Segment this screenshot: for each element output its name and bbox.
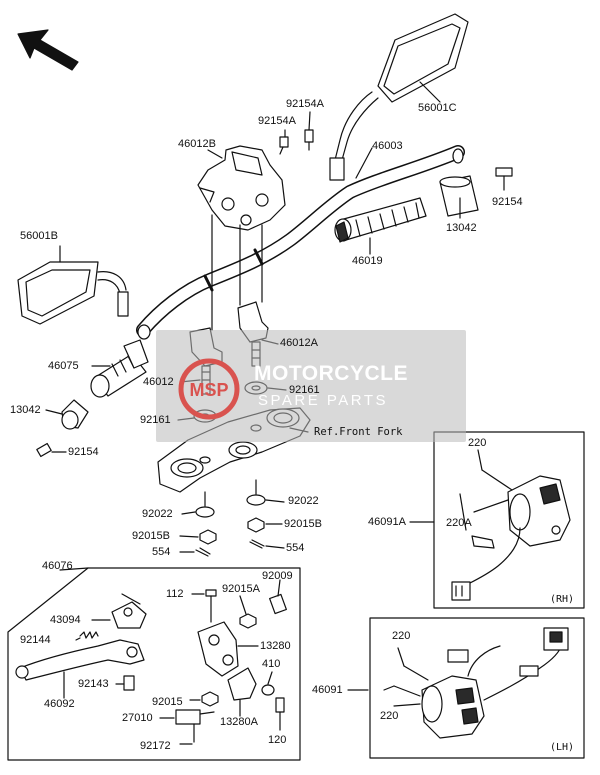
- part-label-92144: 92144: [20, 634, 51, 646]
- part-label-46092: 46092: [44, 698, 75, 710]
- watermark-logo-icon: MSP: [178, 358, 240, 420]
- nut-92015A: [239, 613, 257, 629]
- part-label-92009: 92009: [262, 570, 293, 582]
- left-grip-46075: [90, 339, 149, 398]
- part-label-46003: 46003: [372, 140, 403, 152]
- part-label-112: 112: [166, 588, 184, 600]
- part-label-43094: 43094: [50, 614, 81, 626]
- bolt-92154-right: [495, 167, 513, 191]
- screw-92009: [269, 593, 287, 615]
- part-label-92172: 92172: [140, 740, 171, 752]
- nut-92015B-left: [199, 529, 217, 545]
- bolt-92154A-1: [304, 129, 314, 151]
- adjuster-43094: [111, 601, 147, 629]
- lh-switch-46091: [421, 627, 569, 739]
- washer-92022-right: [246, 494, 266, 506]
- watermark-panel: [156, 330, 466, 442]
- direction-arrow-icon: [17, 29, 79, 71]
- part-label-220-rh: 220: [468, 437, 487, 449]
- bracket-13280: [197, 621, 239, 677]
- nut-92015B-right: [247, 517, 265, 533]
- part-label-46076: 46076: [42, 560, 73, 572]
- rh-switch-46091A: [451, 475, 571, 601]
- mirror-right-56001C: [329, 13, 469, 181]
- part-label-92015: 92015: [152, 696, 183, 708]
- watermark-subtitle: SPARE PARTS: [258, 392, 389, 409]
- watermark-title: MOTORCYCLE: [254, 362, 408, 385]
- part-label-46075: 46075: [48, 360, 79, 372]
- right-grip-46019: [334, 197, 427, 243]
- lh-switch-box: [369, 617, 585, 759]
- part-label-410: 410: [262, 658, 281, 670]
- mirror-left-56001B: [17, 261, 129, 325]
- spring-92144: [79, 631, 99, 639]
- part-label-92015B-right: 92015B: [284, 518, 322, 530]
- part-label-27010: 27010: [122, 712, 153, 724]
- part-label-13280: 13280: [260, 640, 291, 652]
- holder-13280A: [227, 667, 257, 701]
- cotter-pin-554-left: [195, 547, 211, 557]
- lever-assembly-box-46076: [7, 567, 301, 761]
- part-label-56001B: 56001B: [20, 230, 58, 242]
- part-label-46091: 46091: [312, 684, 343, 696]
- part-label-92015A: 92015A: [222, 583, 260, 595]
- cotter-pin-554-right: [249, 539, 265, 549]
- screw-120: [275, 697, 285, 731]
- bolt-92154-left: [36, 442, 52, 458]
- part-label-92022-right: 92022: [288, 495, 319, 507]
- watermark-logo-text: MSP: [189, 380, 228, 400]
- part-label-13042-left: 13042: [10, 404, 41, 416]
- part-label-120: 120: [268, 734, 287, 746]
- part-label-92143: 92143: [78, 678, 109, 690]
- rh-caption: (RH): [550, 594, 575, 605]
- part-label-56001C: 56001C: [418, 102, 457, 114]
- handlebar-46003: [136, 145, 465, 340]
- lever-46092: [15, 639, 145, 681]
- part-label-13280A: 13280A: [220, 716, 258, 728]
- rh-switch-box: [433, 431, 585, 609]
- part-label-46012B: 46012B: [178, 138, 216, 150]
- washer-92022-left: [195, 506, 215, 518]
- bolt-112: [205, 589, 217, 623]
- part-410: [261, 684, 275, 696]
- bolt-92154A-2: [279, 136, 289, 155]
- part-label-92154A-2: 92154A: [258, 115, 296, 127]
- nut-92015: [201, 691, 219, 707]
- part-label-46012A: 46012A: [280, 337, 318, 349]
- part-label-92161-left: 92161: [140, 414, 171, 426]
- part-label-220-lh-1: 220: [392, 630, 411, 642]
- upper-clamp-46012B: [197, 145, 286, 231]
- bar-end-weight-13042-left: [61, 399, 89, 430]
- part-label-92022-left: 92022: [142, 508, 173, 520]
- part-label-92154-left: 92154: [68, 446, 99, 458]
- bar-end-weight-13042-right: [439, 175, 479, 217]
- switch-27010: [175, 709, 215, 725]
- part-label-220A: 220A: [446, 517, 472, 529]
- part-label-13042-right: 13042: [446, 222, 477, 234]
- part-label-92154-right: 92154: [492, 196, 523, 208]
- part-label-220-lh-2: 220: [380, 710, 399, 722]
- part-label-554-left: 554: [152, 546, 171, 558]
- part-label-92161-right: 92161: [289, 384, 320, 396]
- pin-92143: [123, 675, 135, 691]
- part-label-46091A: 46091A: [368, 516, 406, 528]
- part-label-46012: 46012: [143, 376, 174, 388]
- part-label-46019: 46019: [352, 255, 383, 267]
- part-label-92015B-left: 92015B: [132, 530, 170, 542]
- ref-front-fork-label: Ref.Front Fork: [314, 426, 403, 438]
- lh-caption: (LH): [550, 742, 575, 753]
- part-label-92154A-1: 92154A: [286, 98, 324, 110]
- part-label-554-right: 554: [286, 542, 305, 554]
